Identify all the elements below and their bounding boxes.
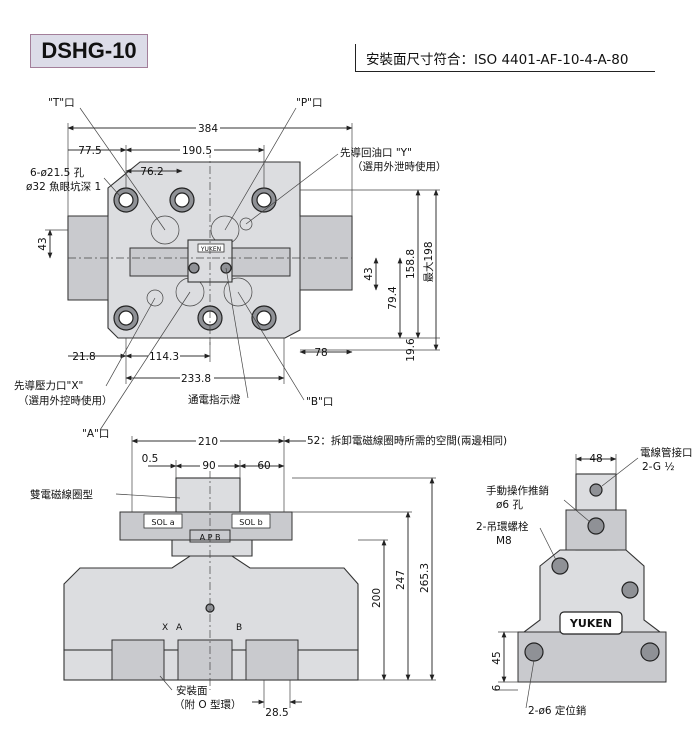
dim-max-198: 最大198	[422, 241, 435, 282]
model-tag: DSHG-10	[30, 34, 148, 68]
dim-76-2: 76.2	[140, 166, 163, 178]
note-52: 52：拆卸電磁線圈時所需的空間(兩邊相同)	[307, 434, 507, 447]
port-circle-t	[150, 215, 180, 245]
front-view: A P B SOL a SOL b X A B 210 52：拆卸電磁線圈時所需…	[30, 434, 507, 719]
dim-6: 6	[491, 684, 503, 691]
dim-114-3: 114.3	[149, 351, 179, 363]
label-eye-bolt-size: M8	[496, 535, 512, 547]
dim-0-5: 0.5	[142, 453, 159, 465]
indicator-lamp-a	[188, 262, 200, 274]
side-eye-bolt-right	[621, 581, 639, 599]
side-conduit-hole	[589, 483, 603, 497]
port-circle-x	[146, 289, 164, 307]
dim-90: 90	[202, 460, 215, 472]
label-port-a: "A"口	[82, 428, 109, 440]
label-solenoid: 雙電磁線圈型	[30, 488, 93, 501]
dim-190-5: 190.5	[182, 145, 212, 157]
dim-78: 78	[314, 347, 327, 359]
label-manual-pin: 手動操作推銷	[486, 484, 549, 497]
front-face-a: A	[176, 623, 183, 633]
side-eye-bolt-left	[551, 557, 569, 575]
dim-79-4: 79.4	[387, 286, 399, 310]
dim-45: 45	[491, 651, 503, 664]
dim-210: 210	[198, 436, 218, 448]
label-holes-1: 6-ø21.5 孔	[30, 166, 85, 179]
front-main-body	[63, 555, 359, 651]
label-mount-face: 安裝面	[176, 684, 208, 697]
dim-21-8: 21.8	[72, 351, 95, 363]
side-base	[517, 631, 667, 683]
port-circle-y	[239, 217, 253, 231]
label-conduit: 電線管接口	[640, 446, 693, 459]
model-title: DSHG-10	[41, 38, 137, 63]
side-pin-right	[640, 642, 660, 662]
dim-265-3: 265.3	[419, 563, 431, 593]
side-pin-left	[524, 642, 544, 662]
label-conduit-size: 2-G ½	[642, 461, 675, 473]
label-locate-pin: 2-ø6 定位銷	[528, 704, 586, 717]
dim-43-right: 43	[363, 267, 375, 280]
dim-77-5: 77.5	[78, 145, 101, 157]
dim-60: 60	[257, 460, 270, 472]
port-circle-b	[223, 277, 253, 307]
front-port-block-left	[111, 639, 165, 681]
dim-200: 200	[371, 588, 383, 608]
front-port-block-right	[245, 639, 299, 681]
label-port-y-note: （選用外泄時使用）	[352, 160, 447, 173]
top-right-flange	[299, 215, 353, 291]
mounting-standard: 安裝面尺寸符合：ISO 4401-AF-10-4-A-80	[355, 44, 655, 72]
svg-text:YUKEN: YUKEN	[200, 246, 221, 253]
label-port-x: 先導壓力口"X"	[14, 379, 83, 392]
dim-247: 247	[395, 570, 407, 590]
front-sol-b: SOL b	[239, 518, 262, 527]
dim-158-8: 158.8	[405, 249, 417, 279]
side-brand-plate	[559, 611, 623, 635]
label-manual-hole: ø6 孔	[496, 498, 523, 511]
front-face-x: X	[162, 623, 168, 633]
front-face-b: B	[236, 623, 242, 633]
side-manual-pin	[587, 517, 605, 535]
label-port-p: "P"口	[296, 97, 323, 109]
front-port-block-center	[177, 639, 233, 681]
label-port-t: "T"口	[48, 97, 75, 109]
mounting-standard-text: 安裝面尺寸符合：ISO 4401-AF-10-4-A-80	[366, 51, 629, 68]
dim-28-5: 28.5	[265, 707, 288, 719]
label-port-b: "B"口	[306, 396, 333, 408]
front-pilot-top	[175, 477, 241, 513]
side-brand-text: YUKEN	[569, 617, 612, 630]
label-port-y: 先導回油口 "Y"	[340, 146, 412, 159]
label-indicator: 通電指示燈	[188, 393, 241, 406]
side-view: YUKEN 48 45 6 電線管接口 2-G ½ 手動操作推銷 ø6 孔 2-…	[476, 446, 693, 717]
dim-43-left: 43	[37, 237, 49, 250]
dim-19-6: 19.6	[405, 338, 417, 362]
dim-48: 48	[589, 453, 602, 465]
top-view: YUKEN 384 77.5 190.5 76.2 43 43 79.4 1	[14, 97, 447, 440]
dim-384: 384	[198, 123, 218, 135]
label-eye-bolt: 2-吊環螺栓	[476, 520, 529, 533]
dim-233-8: 233.8	[181, 373, 211, 385]
front-sol-a: SOL a	[151, 518, 174, 527]
label-holes-2: ø32 魚眼坑深 1	[26, 180, 101, 193]
label-port-x-note: （選用外控時使用）	[18, 394, 113, 407]
label-oring: （附 O 型環）	[174, 698, 241, 711]
